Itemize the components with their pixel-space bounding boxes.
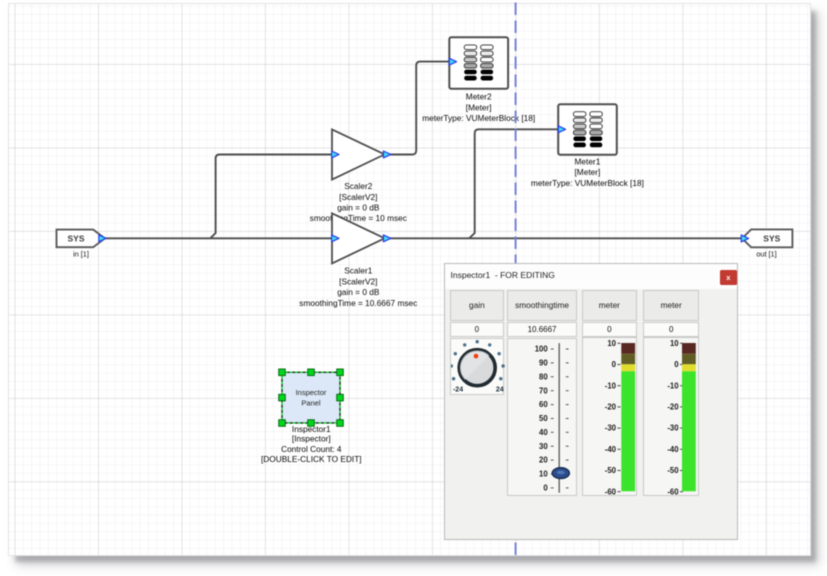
svg-text:30: 30: [539, 442, 548, 451]
svg-text:-40: -40: [605, 445, 617, 454]
svg-text:SYS: SYS: [67, 233, 84, 243]
svg-text:-40: -40: [667, 445, 679, 454]
svg-text:-50: -50: [605, 466, 617, 475]
svg-text:smoothingTime = 10 msec: smoothingTime = 10 msec: [310, 213, 407, 223]
svg-text:90: 90: [539, 359, 548, 368]
svg-text:-30: -30: [605, 424, 617, 433]
svg-text:[ScalerV2]: [ScalerV2]: [339, 276, 377, 286]
svg-text:SYS: SYS: [763, 233, 780, 243]
svg-text:10: 10: [670, 339, 679, 348]
svg-text:smoothingTime = 10.6667 msec: smoothingTime = 10.6667 msec: [299, 298, 417, 308]
svg-text:24: 24: [495, 387, 503, 394]
svg-text:gain = 0 dB: gain = 0 dB: [337, 203, 380, 213]
svg-text:Panel: Panel: [301, 399, 321, 408]
svg-text:70: 70: [539, 386, 548, 395]
svg-text:-30: -30: [667, 424, 679, 433]
svg-text:100: 100: [535, 345, 549, 354]
svg-text:-50: -50: [667, 466, 679, 475]
svg-text:-10: -10: [605, 381, 617, 390]
svg-text:0: 0: [674, 360, 679, 369]
svg-text:Meter1: Meter1: [574, 157, 600, 167]
svg-text:10: 10: [607, 339, 616, 348]
svg-text:-10: -10: [667, 381, 679, 390]
svg-text:50: 50: [539, 414, 548, 423]
svg-text:meterType: VUMeterBlock [18]: meterType: VUMeterBlock [18]: [531, 178, 644, 188]
svg-text:[ScalerV2]: [ScalerV2]: [339, 192, 377, 202]
svg-text:-20: -20: [667, 403, 679, 412]
svg-text:[Inspector]: [Inspector]: [292, 434, 331, 444]
svg-text:0: 0: [543, 484, 548, 493]
svg-text:out [1]: out [1]: [756, 249, 776, 258]
svg-text:-60: -60: [605, 487, 617, 496]
svg-text:Scaler1: Scaler1: [344, 266, 373, 276]
svg-text:40: 40: [539, 428, 548, 437]
svg-text:Scaler2: Scaler2: [344, 181, 373, 191]
svg-text:Meter2: Meter2: [466, 92, 492, 102]
svg-text:[Meter]: [Meter]: [574, 167, 600, 177]
svg-text:0: 0: [612, 360, 617, 369]
svg-text:20: 20: [539, 456, 548, 465]
svg-text:gain = 0 dB: gain = 0 dB: [337, 287, 380, 297]
svg-text:[Meter]: [Meter]: [466, 102, 492, 112]
svg-text:meterType: VUMeterBlock [18]: meterType: VUMeterBlock [18]: [422, 113, 535, 123]
svg-text:-20: -20: [605, 403, 617, 412]
svg-text:-60: -60: [667, 487, 679, 496]
svg-text:Inspector1: Inspector1: [292, 424, 331, 434]
svg-text:80: 80: [539, 373, 548, 382]
svg-text:60: 60: [539, 400, 548, 409]
svg-text:-24: -24: [452, 387, 462, 394]
svg-text:in [1]: in [1]: [73, 249, 89, 258]
svg-text:[DOUBLE-CLICK TO EDIT]: [DOUBLE-CLICK TO EDIT]: [261, 454, 362, 464]
svg-text:10: 10: [539, 470, 548, 479]
svg-text:Inspector: Inspector: [296, 388, 327, 397]
svg-text:Control Count: 4: Control Count: 4: [281, 444, 342, 454]
